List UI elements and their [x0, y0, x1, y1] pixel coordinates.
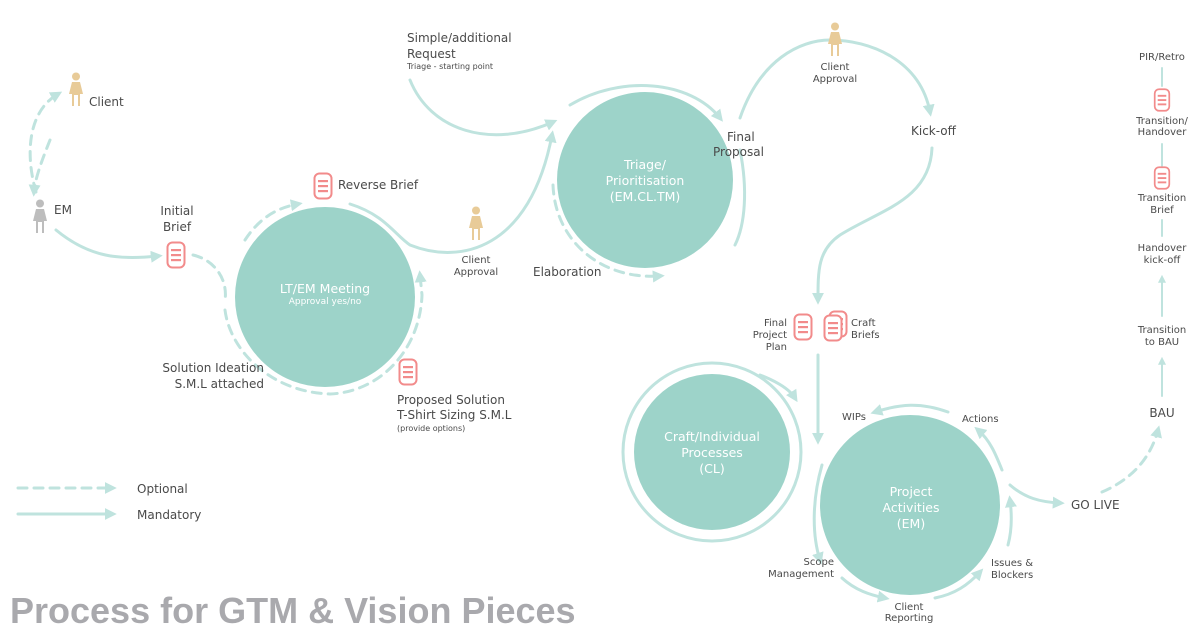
craft-ring-arrow — [758, 373, 798, 403]
project-title: Project — [890, 484, 933, 499]
final-proposal-label: Final — [727, 130, 755, 144]
client-approval-2-label: Client — [821, 62, 850, 73]
em-label: EM — [54, 203, 72, 217]
final-project-plan-document-icon — [793, 313, 813, 341]
project-title: Activities — [882, 500, 939, 515]
client-person-icon — [69, 72, 83, 106]
craft-briefs-label: Briefs — [851, 330, 880, 341]
client-reporting-label: Reporting — [885, 613, 934, 624]
elaboration-label: Elaboration — [533, 265, 602, 279]
craft-title: Craft/Individual — [664, 429, 760, 444]
triage-top-arrow — [568, 84, 723, 122]
client-approval-2-person-icon — [828, 22, 842, 56]
issues-blockers-label: Blockers — [991, 570, 1033, 581]
scope-management-label: Management — [768, 569, 834, 580]
transition-handover-document-icon — [1153, 88, 1171, 112]
page-title: Process for GTM & Vision Pieces — [10, 590, 576, 631]
go-live-label: GO LIVE — [1071, 498, 1120, 512]
simple-request-label: Request — [407, 47, 456, 61]
wips-label: WIPs — [842, 412, 866, 423]
golive-to-bau-dashed-arrow — [1100, 425, 1162, 494]
craft-briefs-label: Craft — [851, 318, 876, 329]
client-reporting-label: Client — [895, 602, 924, 613]
issues-blockers-label: Issues & — [991, 558, 1033, 569]
final-project-plan-label: Plan — [766, 342, 787, 353]
pir-retro-label: PIR/Retro — [1139, 52, 1185, 63]
initial-brief-label: Initial — [160, 204, 193, 218]
lt-reverse-dashed-arrow — [243, 199, 303, 242]
to-reporting-arrow — [840, 576, 890, 603]
em-client-dashed-arrow — [28, 91, 63, 194]
transition-brief-document-icon — [1153, 166, 1171, 190]
kick-off-label: Kick-off — [911, 124, 957, 138]
transition-bau-label: Transition — [1137, 325, 1186, 336]
issues-to-actions-arrow — [1005, 495, 1017, 547]
solution-ideation-label: S.M.L attached — [175, 377, 264, 391]
client-approval-person-icon — [469, 206, 483, 240]
elaboration-dashed-arrow — [551, 183, 665, 283]
transition-brief-label: Transition — [1137, 193, 1186, 204]
proposed-solution-label: T-Shirt Sizing S.M.L — [396, 408, 512, 422]
initial-brief-label: Brief — [163, 220, 192, 234]
final-proposal-label: Proposal — [713, 145, 764, 159]
client-approval-label: Approval — [454, 267, 498, 278]
transition-bau-label: to BAU — [1145, 337, 1179, 348]
lt-meeting-title: LT/EM Meeting — [280, 281, 370, 296]
brief-lt-dashed — [191, 253, 227, 302]
reverse-to-triage-arrow — [348, 130, 557, 254]
triage-title: Triage/ — [623, 157, 667, 172]
proposed-solution-label: Proposed Solution — [397, 393, 505, 407]
craft-title: (CL) — [699, 461, 724, 476]
triage-circle — [557, 92, 733, 268]
solution-ideation-label: Solution Ideation — [162, 361, 264, 375]
proposed-solution-note: (provide options) — [397, 424, 465, 433]
project-activities-circle — [820, 415, 1000, 595]
triage-title: (EM.CL.TM) — [610, 189, 681, 204]
em-brief-arrow — [54, 228, 163, 263]
client-approval-label: Client — [462, 255, 491, 266]
transition-brief-label: Brief — [1150, 205, 1174, 216]
to-go-live-arrow — [1008, 483, 1065, 509]
kickoff-to-plan-arrow — [812, 146, 934, 305]
transition-handover-label: Transition/ — [1135, 116, 1188, 127]
triage-title: Prioritisation — [606, 173, 685, 188]
triage-right-arc — [733, 148, 747, 247]
initial-brief-document-icon — [166, 241, 186, 269]
proposed-solution-document-icon — [398, 358, 418, 386]
client-approval-2-label: Approval — [813, 74, 857, 85]
simple-request-note: Triage - starting point — [406, 62, 493, 71]
actions-to-wips-arrow — [870, 403, 950, 416]
lt-em-meeting-circle — [235, 207, 415, 387]
reverse-brief-label: Reverse Brief — [338, 178, 419, 192]
request-to-triage-arrow — [408, 78, 558, 137]
to-actions-arrow — [974, 426, 1004, 472]
final-project-plan-label: Project — [753, 330, 787, 341]
client-em-dashed-arrow — [28, 138, 52, 197]
craft-outer-ring — [621, 361, 803, 543]
handover-kickoff-label: Handover — [1138, 243, 1188, 254]
lt-meeting-subtitle: Approval yes/no — [289, 297, 362, 307]
craft-processes-circle — [634, 374, 790, 530]
actions-label: Actions — [962, 414, 999, 425]
to-issues-arrow — [933, 568, 984, 600]
final-project-plan-label: Final — [764, 318, 787, 329]
client-label: Client — [89, 95, 124, 109]
reverse-brief-document-icon — [313, 172, 333, 200]
to-scope-arrow — [812, 463, 824, 565]
project-title: (EM) — [897, 516, 925, 531]
simple-request-label: Simple/additional — [407, 31, 512, 45]
craft-title: Processes — [681, 445, 743, 460]
bau-label: BAU — [1149, 406, 1174, 420]
em-person-icon — [33, 199, 47, 233]
scope-management-label: Scope — [804, 557, 834, 568]
transition-handover-label: Handover — [1138, 127, 1188, 138]
handover-kickoff-label: kick-off — [1144, 255, 1182, 266]
craft-briefs-document-icon — [823, 314, 843, 342]
legend-mandatory-label: Mandatory — [137, 508, 201, 522]
legend-optional-label: Optional — [137, 482, 188, 496]
lt-lower-dashed-loop — [223, 270, 427, 396]
